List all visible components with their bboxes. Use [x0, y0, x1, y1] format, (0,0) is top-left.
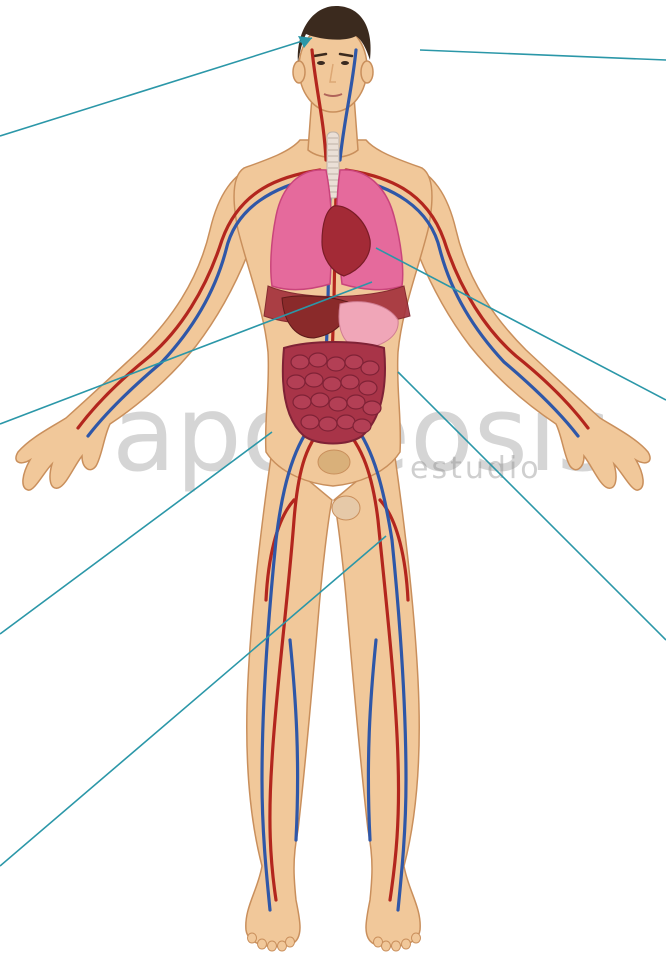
intestine-loop [287, 375, 305, 389]
intestine-loop [329, 397, 347, 411]
toe [268, 941, 277, 951]
intestine-loop [341, 375, 359, 389]
leader-line-brain [0, 38, 312, 136]
bladder [318, 450, 350, 474]
intestine-loop [323, 377, 341, 391]
right-ear [361, 61, 373, 83]
toe [258, 939, 267, 949]
toe [412, 933, 421, 943]
left-leg [246, 450, 332, 947]
intestine-loop [301, 415, 319, 429]
intestine-loop [291, 355, 309, 369]
genitals [332, 496, 360, 520]
leader-line-leg-vessels [0, 536, 386, 866]
intestine-loop [363, 401, 381, 415]
intestine-loop [347, 395, 365, 409]
leader-line-head [420, 50, 666, 60]
intestine-loop [311, 393, 329, 407]
intestine-loop [345, 355, 363, 369]
intestine-loop [293, 395, 311, 409]
watermark-sub: estudio [410, 451, 542, 486]
intestine-loop [337, 415, 355, 429]
toe [392, 941, 401, 951]
intestine-loop [359, 381, 377, 395]
intestine-loop [319, 417, 337, 431]
toe [248, 933, 257, 943]
intestine-loop [361, 361, 379, 375]
left-ear [293, 61, 305, 83]
intestine-loop [327, 357, 345, 371]
toe [286, 937, 295, 947]
intestine-loop [353, 419, 371, 433]
intestine-loop [305, 373, 323, 387]
toe [402, 939, 411, 949]
toe [382, 941, 391, 951]
intestine-loop [309, 353, 327, 367]
